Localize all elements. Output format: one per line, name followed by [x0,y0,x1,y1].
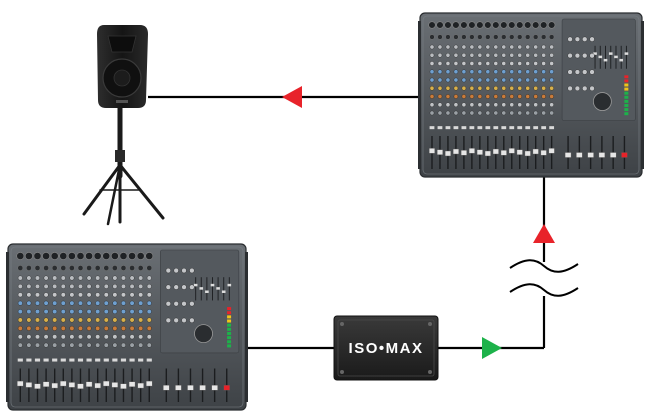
signal-arrow-right [482,337,502,359]
cable-break-symbol [509,259,579,297]
signal-arrow-up [533,224,555,243]
mixer-bottom [6,243,248,411]
mixer-master-section [561,18,636,121]
speaker-horn [107,35,137,53]
mixer-master-section [160,249,240,354]
speaker-stand [82,105,165,226]
signal-arrow-to-speaker [282,86,302,108]
iso-max-isolator: ISO•MAX [333,315,439,381]
pa-speaker [82,25,165,226]
mixer-top [418,12,644,178]
isolator-label: ISO•MAX [349,340,424,357]
